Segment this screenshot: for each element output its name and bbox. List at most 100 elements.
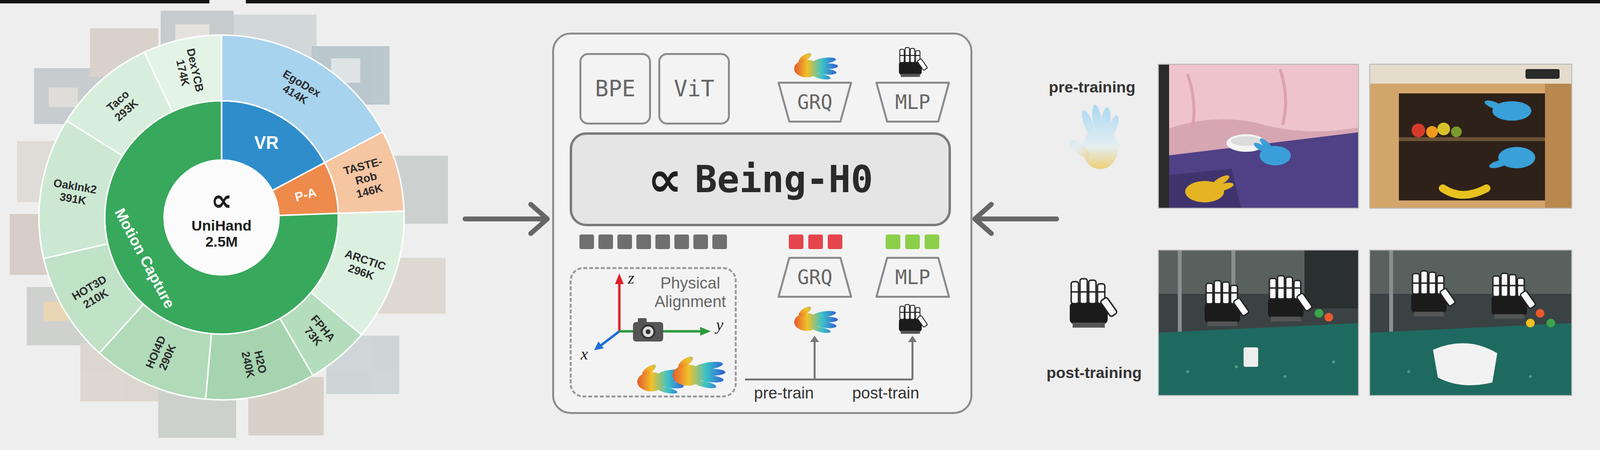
segment-fill <box>205 318 313 401</box>
token-row <box>885 234 901 250</box>
photo <box>1369 64 1572 209</box>
token-row <box>827 234 843 250</box>
token-row <box>598 234 614 250</box>
hand-icon <box>898 304 928 335</box>
token-row <box>579 234 595 250</box>
dataset-segment: TASTE-Rob 146K <box>322 130 406 216</box>
node-text: MLP <box>894 91 931 114</box>
camera-icon <box>632 318 664 342</box>
stage-heading: post-training <box>1046 364 1142 382</box>
photo <box>1437 122 1451 136</box>
photo <box>1283 375 1287 379</box>
projector-trapezoid: MLP <box>875 81 950 123</box>
segment-fill <box>221 35 383 163</box>
token-row <box>924 234 940 250</box>
node-text: ∝ <box>647 155 683 205</box>
stage-label: post-train <box>852 384 920 403</box>
token-row <box>905 234 920 250</box>
training-arrows <box>744 378 913 381</box>
coordinate-axes <box>600 331 620 346</box>
stage-heading: pre-training <box>1048 78 1136 96</box>
node-text: MLP <box>894 266 931 289</box>
trapezoid-outline <box>876 82 949 122</box>
photo <box>1186 370 1190 374</box>
token-row <box>693 234 708 250</box>
photo <box>1488 158 1509 170</box>
training-arrows <box>911 340 914 380</box>
trapezoid-outline <box>778 82 852 122</box>
token-row <box>712 234 727 250</box>
camera-icon <box>641 325 655 339</box>
photo <box>1158 64 1170 209</box>
photo <box>1369 250 1572 396</box>
photo <box>1442 188 1487 196</box>
photo <box>1483 98 1505 112</box>
photo <box>1158 64 1572 396</box>
token-row <box>579 234 940 250</box>
photo <box>1389 250 1394 334</box>
token-row <box>674 234 689 250</box>
photo-collage <box>48 87 78 108</box>
photo <box>1158 250 1359 396</box>
photo <box>1332 360 1336 364</box>
node-text: ∝ <box>210 185 233 216</box>
hand-mesh <box>637 354 726 396</box>
photo-collage <box>9 10 448 439</box>
trapezoid-outline <box>876 258 949 298</box>
training-arrows <box>744 335 917 380</box>
photo <box>1213 181 1235 193</box>
hand-icon <box>1066 104 1121 328</box>
tokenizer-trapezoid: GRQ <box>777 81 853 123</box>
tokenizer-trapezoid: GRQ <box>777 257 853 298</box>
photo <box>1426 126 1438 138</box>
dataset-segment: HOT3D 210K <box>41 241 146 355</box>
dataset-segment: H2O 240K <box>204 316 315 402</box>
training-arrows <box>810 335 819 343</box>
camera-icon <box>637 318 647 324</box>
photo <box>1158 64 1359 133</box>
photo <box>1411 123 1426 138</box>
photo <box>1398 93 1545 201</box>
photo <box>1369 250 1572 396</box>
coordinate-axes <box>618 282 621 332</box>
module-box: ViT <box>658 53 730 125</box>
photo <box>1369 250 1572 295</box>
hand-icon <box>898 47 928 77</box>
flow-arrow <box>465 216 545 222</box>
axis-label: x <box>580 345 588 364</box>
trapezoid-outline <box>778 258 852 298</box>
node-text: H2O 240K <box>238 348 270 380</box>
photo <box>1187 74 1194 128</box>
photo <box>1369 64 1572 84</box>
token-row <box>617 234 633 250</box>
photo <box>1369 64 1572 209</box>
photo <box>1267 276 1313 322</box>
photo <box>1177 250 1182 334</box>
photo <box>1407 370 1411 374</box>
flow-arrow <box>977 216 1057 222</box>
stage-label: pre-train <box>754 384 815 403</box>
model-panel <box>553 33 972 414</box>
photo <box>1258 136 1275 154</box>
photo <box>1525 318 1535 328</box>
flow-arrow <box>974 204 992 234</box>
coordinate-axes <box>700 327 711 336</box>
token-row <box>655 234 670 250</box>
photo <box>1411 271 1456 317</box>
photo <box>1304 250 1359 309</box>
photo <box>1158 323 1359 396</box>
token-row <box>808 234 823 250</box>
photo <box>1369 250 1572 396</box>
photo <box>1234 365 1238 369</box>
training-arrows <box>908 335 917 343</box>
segment-fill <box>324 131 405 214</box>
coordinate-axes <box>614 273 624 285</box>
top-rule <box>0 0 210 4</box>
module-box: BPE <box>579 53 652 125</box>
segment-fill <box>43 243 144 354</box>
photo <box>1158 168 1242 209</box>
photo <box>1280 69 1286 126</box>
camera-icon <box>645 329 651 335</box>
token-row <box>788 234 804 250</box>
photo <box>1158 64 1359 209</box>
